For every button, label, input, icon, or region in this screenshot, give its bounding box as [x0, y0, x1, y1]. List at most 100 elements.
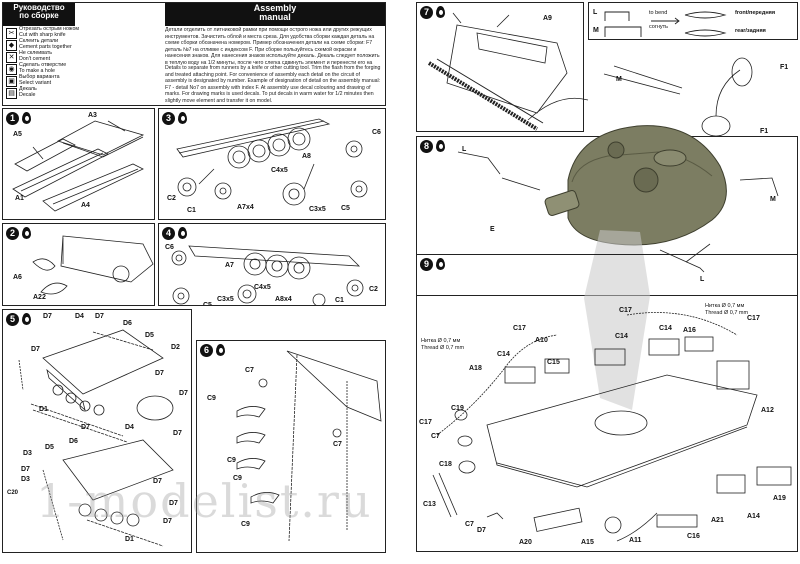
- instructions-en: Details to separate from runners by a kn…: [165, 65, 381, 104]
- part-label: D7: [155, 370, 164, 377]
- legend-en: Don't cement: [19, 55, 51, 62]
- part-label: C5: [203, 302, 212, 306]
- part-label: A5: [13, 131, 22, 138]
- part-label: C1: [187, 207, 196, 214]
- tracks-drawing: [18, 329, 174, 547]
- header-en-line1: Assembly: [253, 3, 297, 13]
- rear-label: rear/задняя: [735, 28, 766, 34]
- glue-icon: [22, 112, 31, 124]
- part-label: C14: [615, 333, 628, 340]
- part-label: A4: [81, 202, 90, 209]
- part-label: D3: [21, 476, 30, 483]
- part-label: C4x5: [254, 284, 271, 291]
- front-label: front/передняя: [735, 10, 776, 16]
- part-label: A16: [683, 327, 696, 334]
- part-label: A7x4: [237, 204, 254, 211]
- no-glue-icon: ✕: [6, 52, 17, 63]
- part-label: C18: [439, 461, 452, 468]
- part-label: C13: [423, 501, 436, 508]
- part-label: C7: [465, 521, 474, 528]
- part-label: C7: [431, 433, 440, 440]
- step-number: 1: [6, 112, 19, 125]
- part-label: D5: [45, 444, 54, 451]
- part-label: C6: [372, 129, 381, 136]
- part-label: A21: [711, 517, 724, 524]
- part-label: D2: [171, 344, 180, 351]
- header-en-line2: manual: [259, 12, 291, 23]
- part-label: C3x5: [309, 206, 326, 213]
- step-number: 9: [420, 258, 433, 271]
- step-3-panel: 3 C6 A8 C4x5 C2 C1 A7x4 C3x5 C5: [158, 108, 386, 220]
- part-label: E: [490, 226, 495, 233]
- legend-ru: Не склеивать: [19, 50, 53, 56]
- legend-ru: Выбор варианта: [19, 74, 60, 80]
- part-label: D4: [125, 424, 134, 431]
- part-label: C17: [619, 307, 632, 314]
- part-label: A12: [761, 407, 774, 414]
- legend-en: Cut with sharp knife: [19, 31, 66, 38]
- part-label: C9: [233, 475, 242, 482]
- part-label: C2: [369, 286, 378, 293]
- part-label: C2: [167, 195, 176, 202]
- part-label: F1: [760, 128, 769, 135]
- step-6-panel: 6 C7 C9 C9 C9 C7 C9: [196, 340, 386, 553]
- legend-en: Select variant: [19, 79, 52, 86]
- suspension-drawing: [176, 118, 368, 206]
- glue-icon: [216, 344, 225, 356]
- part-label: C20: [7, 490, 19, 496]
- part-label: C5: [341, 205, 350, 212]
- part-label: A10: [535, 337, 548, 344]
- part-label: C7: [245, 367, 254, 374]
- legend-panel: Руководство по сборке Assembly manual ✂ …: [2, 2, 386, 106]
- part-label: L: [462, 146, 467, 153]
- step-number: 5: [6, 313, 19, 326]
- part-label: A14: [747, 513, 760, 520]
- part-label: A19: [773, 495, 786, 502]
- part-label: D7: [43, 313, 52, 320]
- hull-top-drawing: [427, 12, 568, 131]
- part-label: D7: [477, 527, 486, 534]
- step-number: 3: [162, 112, 175, 125]
- part-label: C15: [547, 359, 560, 366]
- part-label: A20: [519, 539, 532, 546]
- header-ru: Руководство по сборке: [3, 3, 75, 26]
- legend-en: Decale: [19, 91, 36, 98]
- part-label: A8x4: [275, 296, 292, 303]
- glue-icon: [436, 140, 445, 152]
- thread-note-left-ru: Нитка Ø 0,7 мм: [421, 338, 461, 344]
- glue-icon: [436, 6, 445, 18]
- part-label: A11: [629, 537, 642, 544]
- variant-icon: ▣: [6, 76, 17, 87]
- part-label: D3: [23, 450, 32, 457]
- glue-icon: [178, 227, 187, 239]
- step-7-panel: 7 A9: [416, 2, 584, 132]
- part-label: A9: [543, 15, 552, 22]
- part-label: C17: [419, 419, 432, 426]
- glue-icon: [178, 112, 187, 124]
- part-label: D7: [169, 500, 178, 507]
- part-label: A15: [581, 539, 594, 546]
- part-label: C14: [659, 325, 672, 332]
- header-ru-line1: Руководство: [13, 3, 65, 12]
- part-label: C9: [207, 395, 216, 402]
- part-label: F1: [780, 64, 789, 71]
- part-label: A8: [302, 153, 311, 160]
- hull-side-drawing: [32, 235, 154, 295]
- part-label: L: [700, 276, 705, 283]
- part-label: D6: [123, 320, 132, 327]
- part-label: D7: [163, 518, 172, 525]
- part-label: A3: [88, 112, 97, 119]
- header-ru-line2: по сборке: [19, 11, 59, 21]
- part-label: C7: [333, 441, 342, 448]
- part-label: D7: [179, 390, 188, 397]
- step-number: 7: [420, 6, 433, 19]
- bend-legend-panel: L M to bend согнуть front/передняя rear/…: [588, 2, 798, 40]
- thread-note-left-en: Thread Ø 0,7 mm: [421, 345, 465, 351]
- step-1-panel: 1 A3 A5 A1 A4: [2, 108, 155, 220]
- part-label: C14: [497, 351, 510, 358]
- part-label: C9: [241, 521, 250, 528]
- bend-diagram: [604, 11, 727, 37]
- step-number: 2: [6, 227, 19, 240]
